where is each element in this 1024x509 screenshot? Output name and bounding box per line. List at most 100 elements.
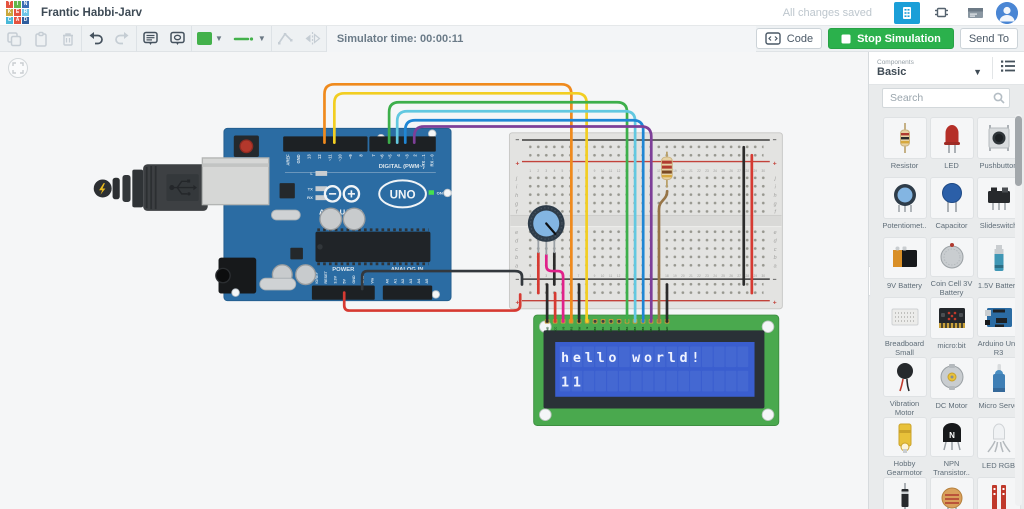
component-partial-2[interactable] xyxy=(928,477,975,509)
svg-text:27: 27 xyxy=(737,169,741,173)
component-slideswitch[interactable]: Slideswitch xyxy=(975,177,1022,237)
power-label: POWER xyxy=(332,267,355,273)
breadboard[interactable]: 1122334455667788991010111112121313141415… xyxy=(508,132,783,310)
toggle-annotations-button[interactable] xyxy=(164,26,191,52)
svg-text:DB5: DB5 xyxy=(633,326,637,332)
component-1-5v-battery[interactable]: 1.5V Battery xyxy=(975,237,1022,297)
component-pushbutton[interactable]: Pushbutton xyxy=(975,117,1022,177)
stop-icon xyxy=(841,34,851,44)
wire-pot-wiper-pink[interactable] xyxy=(544,253,565,322)
undo-button[interactable] xyxy=(82,26,109,52)
svg-text:e: e xyxy=(515,230,518,236)
send-to-button[interactable]: Send To xyxy=(959,28,1018,49)
arduino-logo xyxy=(323,185,361,203)
svg-text:11: 11 xyxy=(609,274,613,278)
wire-e-yellow[interactable] xyxy=(332,91,588,322)
svg-text:4: 4 xyxy=(396,154,401,157)
component-9v-battery[interactable]: 9V Battery xyxy=(881,237,928,297)
component-partial-1[interactable] xyxy=(881,477,928,509)
resistor[interactable] xyxy=(661,151,673,188)
svg-text:DB2: DB2 xyxy=(609,326,613,332)
stop-simulation-button[interactable]: Stop Simulation xyxy=(828,28,954,49)
svg-text:A1: A1 xyxy=(393,279,397,284)
svg-text:a: a xyxy=(774,264,777,270)
svg-text:e: e xyxy=(573,351,581,366)
svg-text:3: 3 xyxy=(545,274,547,278)
component-dc-motor[interactable]: DC Motor xyxy=(928,357,975,417)
svg-text:13: 13 xyxy=(306,154,311,159)
sidebar-scrollbar[interactable] xyxy=(1015,114,1022,506)
component-led-rgb[interactable]: LED RGB xyxy=(975,417,1022,477)
component-micro-servo[interactable]: Micro Servo xyxy=(975,357,1022,417)
svg-text:h: h xyxy=(774,193,777,199)
arduino-uno-icon xyxy=(984,308,1012,327)
autosave-status: All changes saved xyxy=(782,6,872,19)
collapse-panel-button[interactable]: › xyxy=(869,266,870,296)
component-coin-cell[interactable]: Coin Cell 3V Battery xyxy=(928,237,975,297)
component-grid: Resistor LED Pushbutton Potentiomet.. Ca… xyxy=(881,117,1022,509)
component-breadboard-small[interactable]: Breadboard Small xyxy=(881,297,928,357)
component-partial-3[interactable] xyxy=(975,477,1022,509)
svg-text:23: 23 xyxy=(705,169,709,173)
component-resistor[interactable]: Resistor xyxy=(881,117,928,177)
component-potentiometer[interactable]: Potentiomet.. xyxy=(881,177,928,237)
svg-text:30: 30 xyxy=(762,274,766,278)
analog-header[interactable] xyxy=(382,285,433,300)
component-hobby-gearmotor[interactable]: Hobby Gearmotor xyxy=(881,417,928,477)
wire-type-dropdown[interactable]: ▼ xyxy=(228,26,271,52)
wire-swatch xyxy=(233,36,254,41)
list-view-button[interactable] xyxy=(1000,59,1016,78)
code-button[interactable]: Code xyxy=(755,28,823,49)
notes-button[interactable] xyxy=(137,26,164,52)
reset-button[interactable] xyxy=(233,135,259,158)
component-color-dropdown[interactable]: ▼ xyxy=(192,26,228,52)
svg-text:b: b xyxy=(515,255,518,261)
component-npn-transistor[interactable]: N NPN Transistor.. xyxy=(928,417,975,477)
on-label: ON xyxy=(437,191,443,196)
search-input[interactable] xyxy=(882,88,1010,108)
svg-text:o: o xyxy=(608,351,616,366)
schematic-view-button[interactable] xyxy=(928,2,954,24)
wire-db5-cyan[interactable] xyxy=(395,109,637,322)
microbit-icon xyxy=(938,308,965,328)
document-title[interactable]: Frantic Habbi-Jarv xyxy=(41,6,142,19)
svg-text:10: 10 xyxy=(601,274,605,278)
svg-text:20: 20 xyxy=(681,169,685,173)
digital-header-left[interactable] xyxy=(283,136,368,152)
svg-text:j: j xyxy=(515,176,518,182)
svg-text:DB3: DB3 xyxy=(617,326,621,332)
component-led[interactable]: LED xyxy=(928,117,975,177)
chevron-down-icon: ▼ xyxy=(257,34,266,43)
circuit-view-button[interactable] xyxy=(894,1,920,24)
wire-led-brown[interactable] xyxy=(657,189,669,322)
svg-text:1: 1 xyxy=(529,274,531,278)
scrollbar-thumb[interactable] xyxy=(1015,116,1022,186)
digital-header-right[interactable] xyxy=(369,136,436,152)
potentiometer[interactable] xyxy=(527,205,565,255)
wire-db7-purple[interactable] xyxy=(412,125,653,322)
chevron-down-icon: ▼ xyxy=(973,66,982,77)
user-avatar[interactable] xyxy=(996,1,1018,24)
component-capacitor[interactable]: Capacitor xyxy=(928,177,975,237)
svg-text:A3: A3 xyxy=(409,279,413,284)
svg-text:RX←0: RX←0 xyxy=(429,154,434,167)
wire-rs-orange[interactable] xyxy=(323,82,573,322)
wire-gnd-gray[interactable] xyxy=(360,269,524,291)
svg-text:5V: 5V xyxy=(343,279,347,284)
wire-db4-green[interactable] xyxy=(387,100,629,322)
dc-motor-icon xyxy=(940,364,963,390)
svg-text:AREF: AREF xyxy=(286,154,291,166)
wire-5v-red[interactable] xyxy=(342,291,522,312)
components-category-dropdown[interactable]: Components Basic▼ xyxy=(877,58,982,78)
component-vibration-motor[interactable]: Vibration Motor xyxy=(881,357,928,417)
svg-text:b: b xyxy=(774,255,777,261)
zoom-to-fit-button[interactable] xyxy=(8,58,28,78)
pcb-view-button[interactable] xyxy=(962,2,988,24)
usb-cable[interactable] xyxy=(93,164,208,211)
component-microbit[interactable]: micro:bit xyxy=(928,297,975,357)
